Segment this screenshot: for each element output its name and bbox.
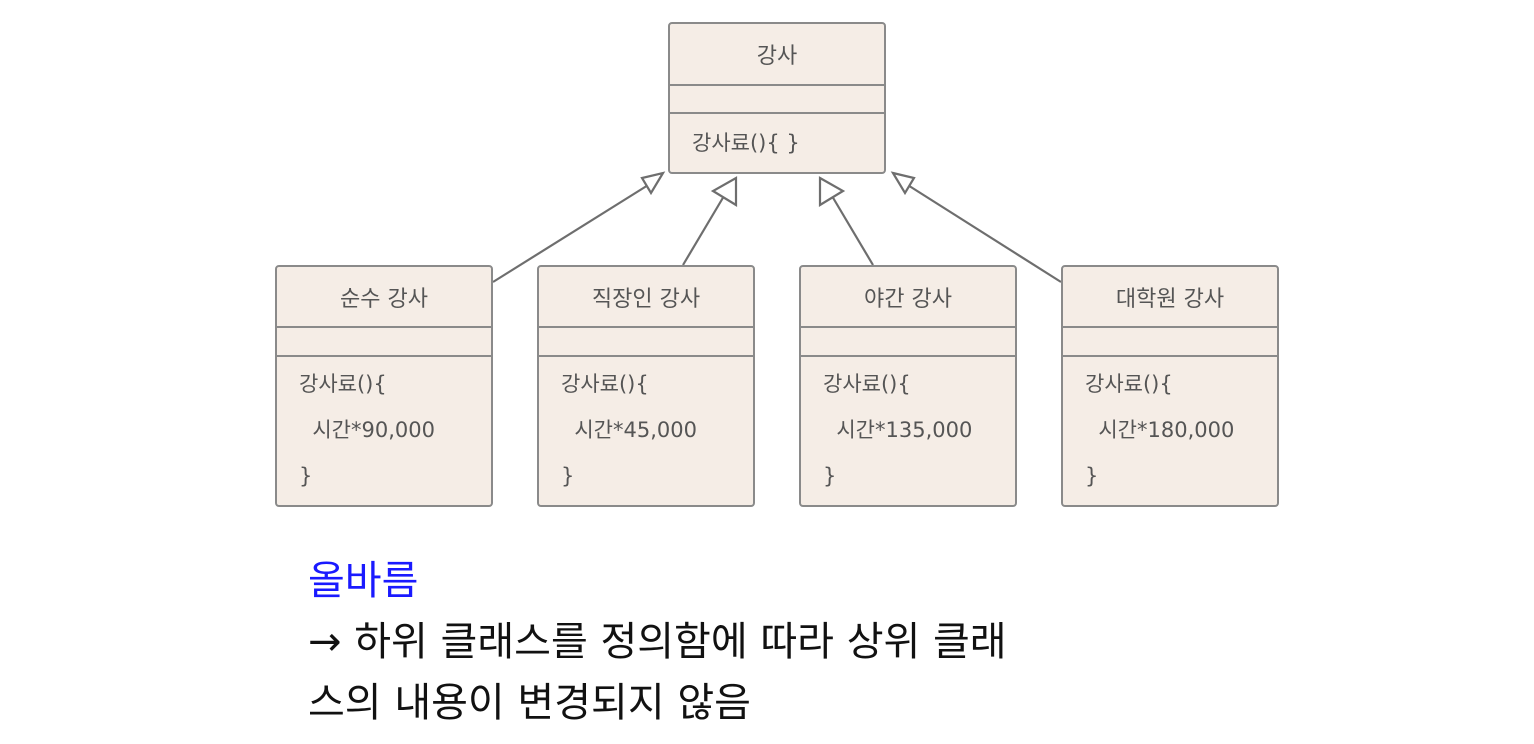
class-name: 직장인 강사 bbox=[539, 267, 753, 328]
edge-grad-to-parent bbox=[902, 181, 1062, 283]
inheritance-arrowhead bbox=[890, 171, 916, 196]
attribute-compartment bbox=[277, 328, 491, 357]
inheritance-arrowhead bbox=[710, 176, 738, 207]
class-name: 대학원 강사 bbox=[1063, 267, 1277, 328]
attribute-compartment bbox=[1063, 328, 1277, 357]
parent-class-box: 강사 강사료(){ } bbox=[668, 22, 886, 174]
edge-night-to-parent bbox=[831, 195, 874, 266]
child-class-box-night: 야간 강사 강사료(){ 시간*135,000 } bbox=[799, 265, 1017, 507]
operation-compartment: 강사료(){ 시간*45,000 } bbox=[539, 357, 753, 499]
operation-line: 강사료(){ bbox=[823, 372, 911, 396]
operation-line: 시간*135,000 bbox=[823, 418, 973, 442]
operation-compartment: 강사료(){ 시간*180,000 } bbox=[1063, 357, 1277, 499]
operation-line: 강사료(){ bbox=[561, 372, 649, 396]
class-name: 야간 강사 bbox=[801, 267, 1015, 328]
operation-line: 시간*90,000 bbox=[299, 418, 435, 442]
operation-line: 시간*180,000 bbox=[1085, 418, 1235, 442]
class-name: 강사 bbox=[670, 24, 884, 86]
class-name: 순수 강사 bbox=[277, 267, 491, 328]
operation-line: 시간*45,000 bbox=[561, 418, 697, 442]
attribute-compartment bbox=[801, 328, 1015, 357]
operation-line: } bbox=[823, 464, 837, 488]
operation-line: } bbox=[561, 464, 575, 488]
inheritance-arrowhead bbox=[818, 176, 846, 207]
edge-pure-to-parent bbox=[492, 181, 654, 283]
operation-line: } bbox=[1085, 464, 1099, 488]
attribute-compartment bbox=[539, 328, 753, 357]
explanation-line-2: 스의 내용이 변경되지 않음 bbox=[308, 680, 751, 726]
edge-worker-to-parent bbox=[682, 195, 725, 266]
operation-line: 강사료(){ bbox=[299, 372, 387, 396]
operation-compartment: 강사료(){ 시간*90,000 } bbox=[277, 357, 491, 499]
verdict-label: 올바름 bbox=[308, 558, 419, 604]
explanation-line-1: → 하위 클래스를 정의함에 따라 상위 클래 bbox=[308, 619, 1007, 665]
attribute-compartment bbox=[670, 86, 884, 114]
operation-compartment: 강사료(){ 시간*135,000 } bbox=[801, 357, 1015, 499]
operation-line: 강사료(){ bbox=[1085, 372, 1173, 396]
child-class-box-worker: 직장인 강사 강사료(){ 시간*45,000 } bbox=[537, 265, 755, 507]
child-class-box-pure: 순수 강사 강사료(){ 시간*90,000 } bbox=[275, 265, 493, 507]
inheritance-arrowhead bbox=[640, 171, 666, 196]
operation-line: 강사료(){ } bbox=[692, 131, 800, 155]
child-class-box-graduate: 대학원 강사 강사료(){ 시간*180,000 } bbox=[1061, 265, 1279, 507]
operation-compartment: 강사료(){ } bbox=[670, 114, 884, 166]
operation-line: } bbox=[299, 464, 313, 488]
